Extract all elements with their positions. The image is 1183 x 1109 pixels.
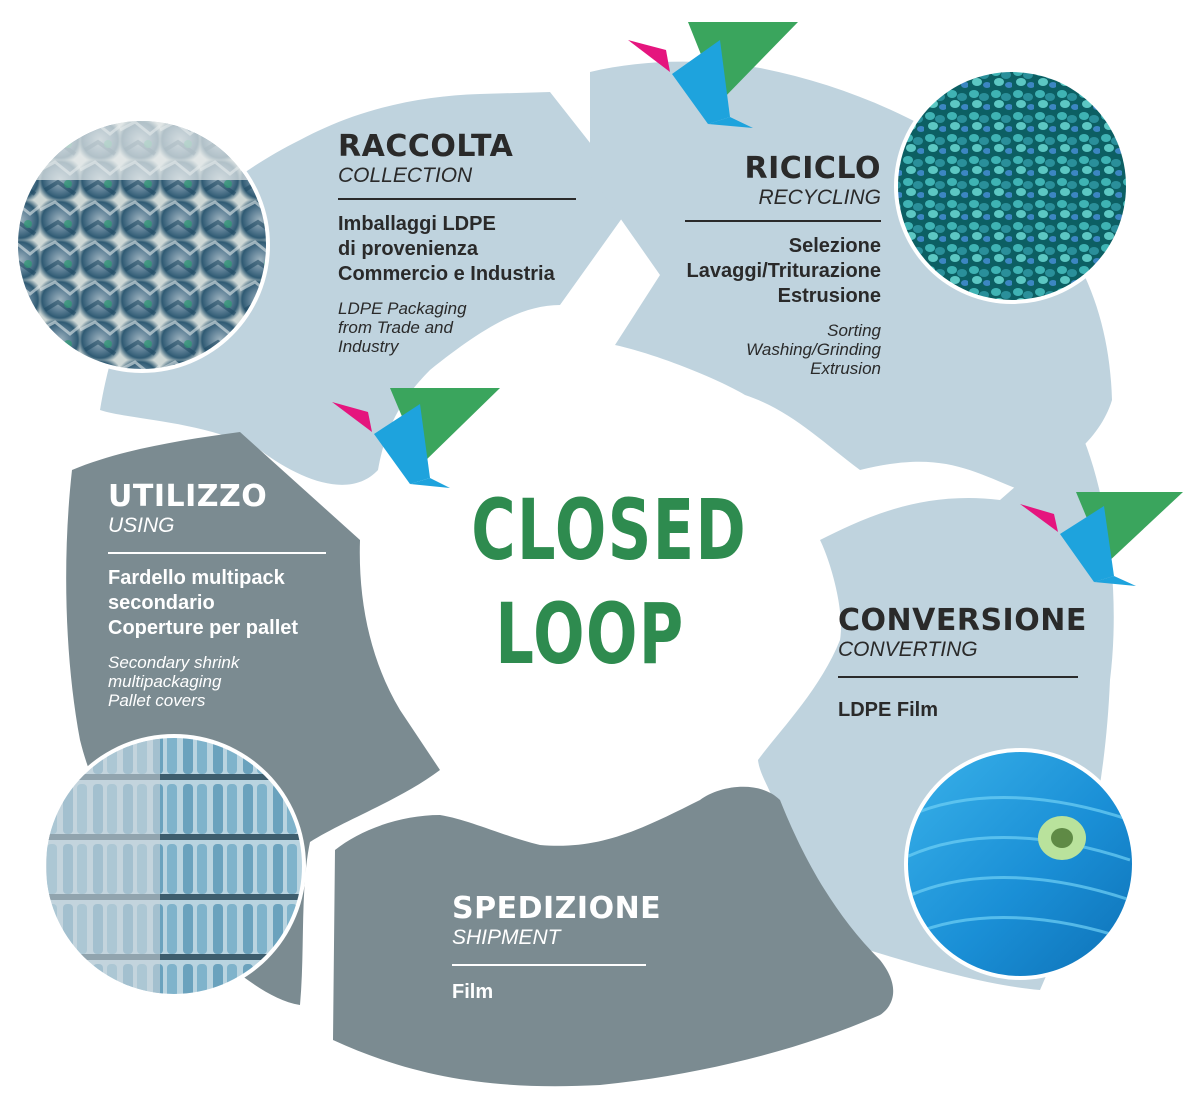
- desc-line: Extrusion: [810, 359, 881, 378]
- conversione-photo: [904, 748, 1136, 980]
- desc-line: LDPE Packaging: [338, 299, 467, 318]
- desc-line: from Trade and: [338, 318, 453, 337]
- riciclo-photo: [894, 68, 1130, 304]
- desc-line: Coperture per pallet: [108, 617, 299, 639]
- stage-description-it: Imballaggi LDPE di provenienza Commercio…: [338, 212, 608, 287]
- center-title-line2: LOOP: [495, 585, 685, 683]
- stage-title: SPEDIZIONE: [452, 891, 662, 926]
- center-title-line1: CLOSED: [471, 481, 748, 579]
- raccolta-photo: [14, 117, 270, 373]
- stage-description-en: LDPE Packaging from Trade and Industry: [338, 299, 576, 356]
- divider: [685, 220, 881, 222]
- stage-title: RACCOLTA: [338, 129, 514, 164]
- desc-line: Sorting: [827, 321, 881, 340]
- stage-description-en: Sorting Washing/Grinding Extrusion: [655, 321, 881, 378]
- stage-subtitle: CONVERTING: [838, 638, 978, 661]
- desc-line: Pallet covers: [108, 691, 206, 710]
- stage-conversione: CONVERSIONE CONVERTING LDPE Film: [838, 603, 1087, 723]
- center-title: CLOSED LOOP: [471, 478, 748, 686]
- stage-utilizzo: UTILIZZO USING Fardello multipack second…: [108, 480, 326, 710]
- desc-line: di provenienza: [338, 238, 479, 260]
- stage-title: RICICLO: [744, 151, 881, 186]
- stage-description-en: Secondary shrink multipackaging Pallet c…: [108, 653, 326, 710]
- stage-riciclo: RICICLO RECYCLING Selezione Lavaggi/Trit…: [655, 152, 881, 378]
- desc-line: LDPE Film: [838, 699, 939, 721]
- desc-line: Secondary shrink: [108, 653, 240, 672]
- origami-bird-icon: [1020, 492, 1183, 586]
- stage-description-it: Film: [452, 980, 646, 1005]
- desc-line: Film: [452, 981, 494, 1003]
- stage-spedizione: SPEDIZIONE SHIPMENT Film: [452, 891, 662, 1005]
- divider: [838, 676, 1078, 678]
- desc-line: Industry: [338, 337, 399, 356]
- center-circle: [363, 355, 813, 805]
- stage-title: UTILIZZO: [108, 479, 268, 514]
- stage-subtitle: SHIPMENT: [452, 926, 561, 949]
- desc-line: Lavaggi/Triturazione: [686, 260, 881, 282]
- stage-raccolta: RACCOLTA COLLECTION Imballaggi LDPE di p…: [338, 130, 576, 356]
- divider: [452, 964, 646, 966]
- desc-line: Commercio e Industria: [338, 263, 555, 285]
- stage-subtitle: COLLECTION: [338, 164, 473, 187]
- desc-line: Estrusione: [777, 285, 881, 307]
- desc-line: secondario: [108, 592, 215, 614]
- desc-line: Selezione: [788, 235, 881, 257]
- stage-description-it: Fardello multipack secondario Coperture …: [108, 566, 348, 641]
- stage-description-it: Selezione Lavaggi/Triturazione Estrusion…: [655, 234, 881, 309]
- divider: [338, 198, 576, 200]
- segment-spedizione: [333, 786, 894, 1087]
- stage-subtitle: USING: [108, 514, 175, 537]
- desc-line: multipackaging: [108, 672, 222, 691]
- origami-bird-icon: [628, 22, 798, 128]
- desc-line: Fardello multipack: [108, 567, 285, 589]
- desc-line: Imballaggi LDPE: [338, 213, 496, 235]
- stage-description-it: LDPE Film: [838, 698, 1078, 723]
- stage-subtitle: RECYCLING: [758, 186, 881, 209]
- desc-line: Washing/Grinding: [746, 340, 881, 359]
- origami-bird-icon: [332, 388, 500, 488]
- stage-title: CONVERSIONE: [838, 603, 1087, 638]
- divider: [108, 552, 326, 554]
